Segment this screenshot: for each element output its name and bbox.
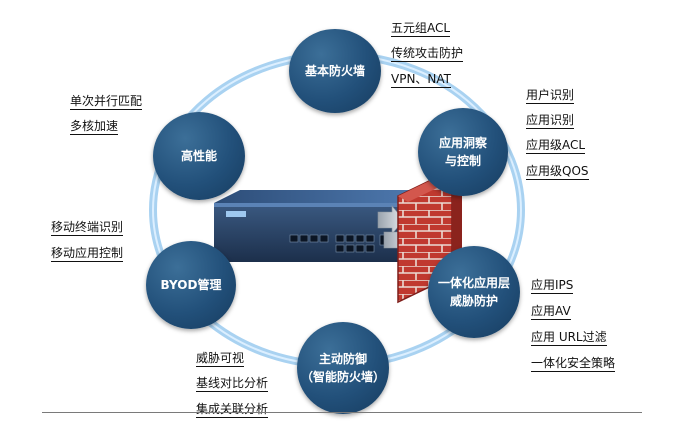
label-integrated-policy: 一体化安全策略: [531, 356, 616, 372]
label-app-av: 应用AV: [531, 304, 571, 320]
label-app-qos: 应用级QOS: [526, 164, 589, 180]
node-byod-label: BYOD管理: [160, 278, 222, 292]
label-baseline-analysis: 基线对比分析: [196, 376, 269, 392]
bottom-rule: [42, 412, 642, 413]
label-app-ips: 应用IPS: [531, 278, 574, 294]
node-byod: BYOD管理: [146, 241, 236, 329]
label-app-acl: 应用级ACL: [526, 138, 586, 154]
label-traditional-attack-protection: 传统攻击防护: [391, 46, 464, 62]
label-multicore: 多核加速: [70, 119, 119, 135]
label-mobile-app-control: 移动应用控制: [51, 246, 124, 262]
label-threat-visibility: 威胁可视: [196, 351, 245, 367]
label-url-filter: 应用 URL过滤: [531, 330, 607, 346]
node-performance-label: 高性能: [180, 149, 217, 163]
label-vpn-nat: VPN、NAT: [391, 72, 452, 88]
label-mobile-terminal-id: 移动终端识别: [51, 220, 124, 236]
node-active-defense-label: 主动防御 （智能防火墙）: [300, 352, 385, 384]
node-basic-firewall-label: 基本防火墙: [304, 64, 365, 78]
node-active-defense: 主动防御 （智能防火墙）: [297, 322, 389, 414]
node-threat-protection-label: 一体化应用层 威胁防护: [437, 276, 510, 308]
label-parallel-matching: 单次并行匹配: [70, 94, 143, 110]
label-correlation-analysis: 集成关联分析: [196, 402, 269, 418]
node-app-control-label: 应用洞察 与控制: [438, 136, 487, 168]
node-app-control: 应用洞察 与控制: [418, 108, 508, 196]
label-five-tuple-acl: 五元组ACL: [391, 21, 451, 37]
label-user-identification: 用户识别: [526, 88, 575, 104]
node-performance: 高性能: [153, 112, 245, 200]
node-threat-protection: 一体化应用层 威胁防护: [428, 246, 520, 338]
label-app-identification: 应用识别: [526, 113, 575, 129]
node-basic-firewall: 基本防火墙: [289, 29, 381, 113]
